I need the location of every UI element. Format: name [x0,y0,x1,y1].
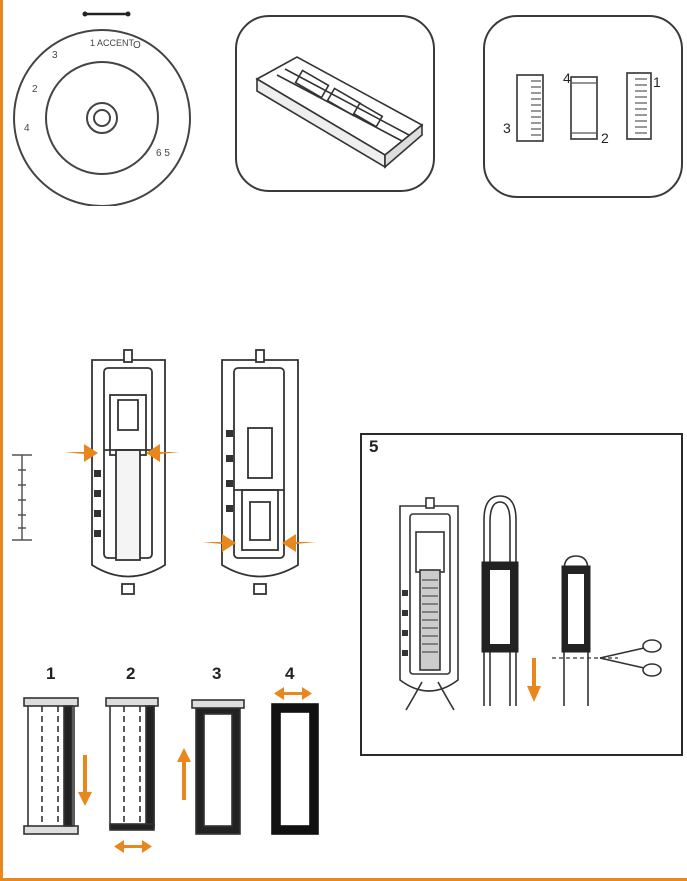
step-label-5: 5 [369,437,378,457]
dial-outer-ring [14,30,190,206]
zipper-foot-a [92,350,165,594]
dial-inner-ring [46,62,158,174]
zipper-positions-illustration: 4 3 2 1 [485,17,681,196]
zipper-foot-b [222,350,298,594]
zipper-number-4: 4 [563,70,571,86]
dial-right-label: O [133,40,141,51]
zipper-positions-panel: 4 3 2 1 [483,15,683,198]
step-3-zipper [192,700,244,834]
arrow-down-icon [78,755,92,806]
dial-hub [87,103,117,133]
presser-foot-illustration [237,17,433,190]
dial-mark-1: 3 [52,50,58,61]
dial-mark-3: 4 [24,123,30,134]
presser-foot-panel [235,15,435,192]
stitch-dial: 1 ACCENT O 3 2 4 6 5 [10,6,200,206]
double-arrow-icon [274,687,312,700]
step-1-zipper [24,698,78,834]
arrow-down-icon [527,658,541,702]
step-5-foot [400,498,458,691]
middle-illustrations [0,340,360,610]
zipper-number-3: 3 [503,120,511,136]
zipper-number-1: 1 [653,74,661,90]
dial-bottom-right-label: 6 5 [156,148,170,159]
measure-ruler [12,455,32,540]
step-5-illustration [362,470,680,750]
zipper-steps-illustration [0,680,350,870]
double-arrow-icon [114,840,152,853]
arrow-up-icon [177,748,191,800]
dial-mark-2: 2 [32,84,38,95]
zipper-number-2: 2 [601,130,609,146]
step-4-zipper [272,704,318,834]
step-2-zipper [106,698,158,830]
dial-top-label: 1 ACCENT [90,38,135,48]
